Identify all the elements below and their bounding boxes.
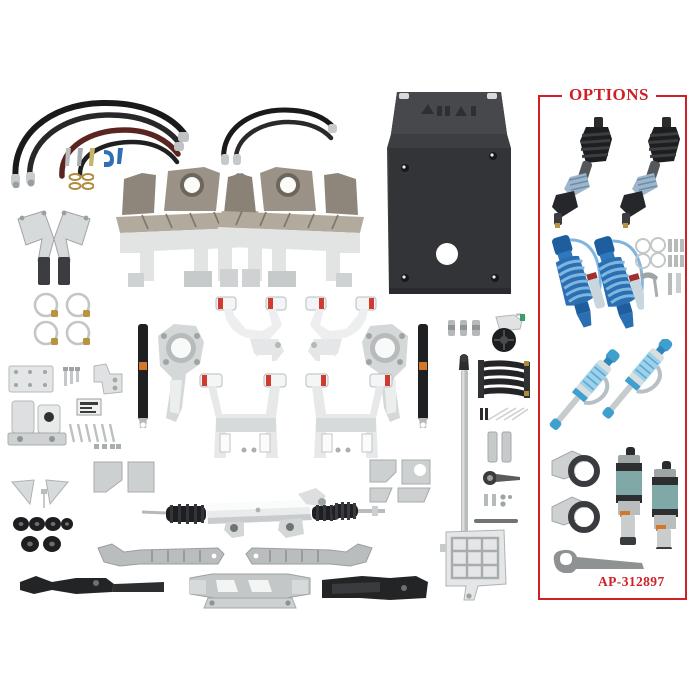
power-steering-hose-set — [218, 104, 338, 166]
frame-gusset-long-pair — [96, 542, 226, 570]
decal-label — [76, 398, 102, 416]
lower-control-arm-pair — [294, 372, 400, 460]
frame-rail — [320, 572, 430, 606]
gusset-plate-set — [10, 478, 70, 508]
bypass-shock-pair — [546, 337, 686, 443]
hose-clamp-set — [30, 292, 96, 348]
hose-fitting-set — [60, 146, 132, 176]
upper-control-arm-pair — [210, 295, 300, 370]
zip-tie-set — [478, 406, 529, 422]
shock-hoop-brace-pair — [14, 205, 98, 287]
tie-rod-shaft — [456, 352, 472, 564]
crossmember — [474, 512, 518, 523]
hose-fitting-set — [446, 318, 482, 338]
bolt-hardware-set — [66, 422, 122, 452]
lower-control-arm-pair — [192, 372, 298, 460]
bolt-hardware-set — [482, 492, 512, 508]
frame-stiffener-pair — [18, 572, 166, 600]
cv-axle-pair — [546, 111, 684, 229]
upper-control-arm-pair — [292, 295, 382, 370]
oil-cooler — [478, 358, 530, 400]
shock-clamp-pair — [550, 449, 606, 541]
steering-knuckle-pair — [358, 318, 414, 426]
gusset-plate-set — [92, 460, 156, 494]
bolt-hardware-set — [62, 366, 84, 388]
tie-rod-end — [482, 468, 522, 488]
o-ring-set — [68, 172, 95, 192]
spacer-tube-pair — [486, 430, 514, 464]
steering-rack — [140, 480, 344, 542]
part-number: AP-312897 — [598, 574, 665, 589]
power-steering-pump — [486, 313, 528, 353]
embossed-logo — [421, 104, 476, 116]
skid-plate — [383, 88, 515, 303]
bolt-hardware-set — [38, 487, 50, 509]
options-title: OPTIONS — [562, 85, 657, 105]
options-panel: OPTIONS AP-312897 — [538, 85, 687, 600]
steering-knuckle-pair — [152, 318, 208, 426]
radiator-support — [438, 528, 510, 604]
shock-boot-rod — [330, 500, 386, 522]
reservoir-canister — [6, 395, 68, 447]
frame-gusset-long-pair — [244, 542, 374, 570]
coilover-shock-pair — [544, 231, 648, 335]
limit-strap-pair — [136, 320, 150, 430]
mounting-plate — [8, 365, 54, 393]
mounting-plate — [90, 362, 124, 396]
gusset-plate-set — [368, 458, 434, 504]
limit-strap-pair — [416, 320, 430, 430]
frame-cradle-pair — [112, 163, 368, 288]
coilover-hardware — [634, 237, 686, 299]
hydraulic-bump-stop-pair — [606, 445, 686, 555]
spanner-wrench — [550, 547, 646, 574]
crossmember — [186, 572, 314, 612]
bushing-puck-set — [12, 515, 74, 557]
